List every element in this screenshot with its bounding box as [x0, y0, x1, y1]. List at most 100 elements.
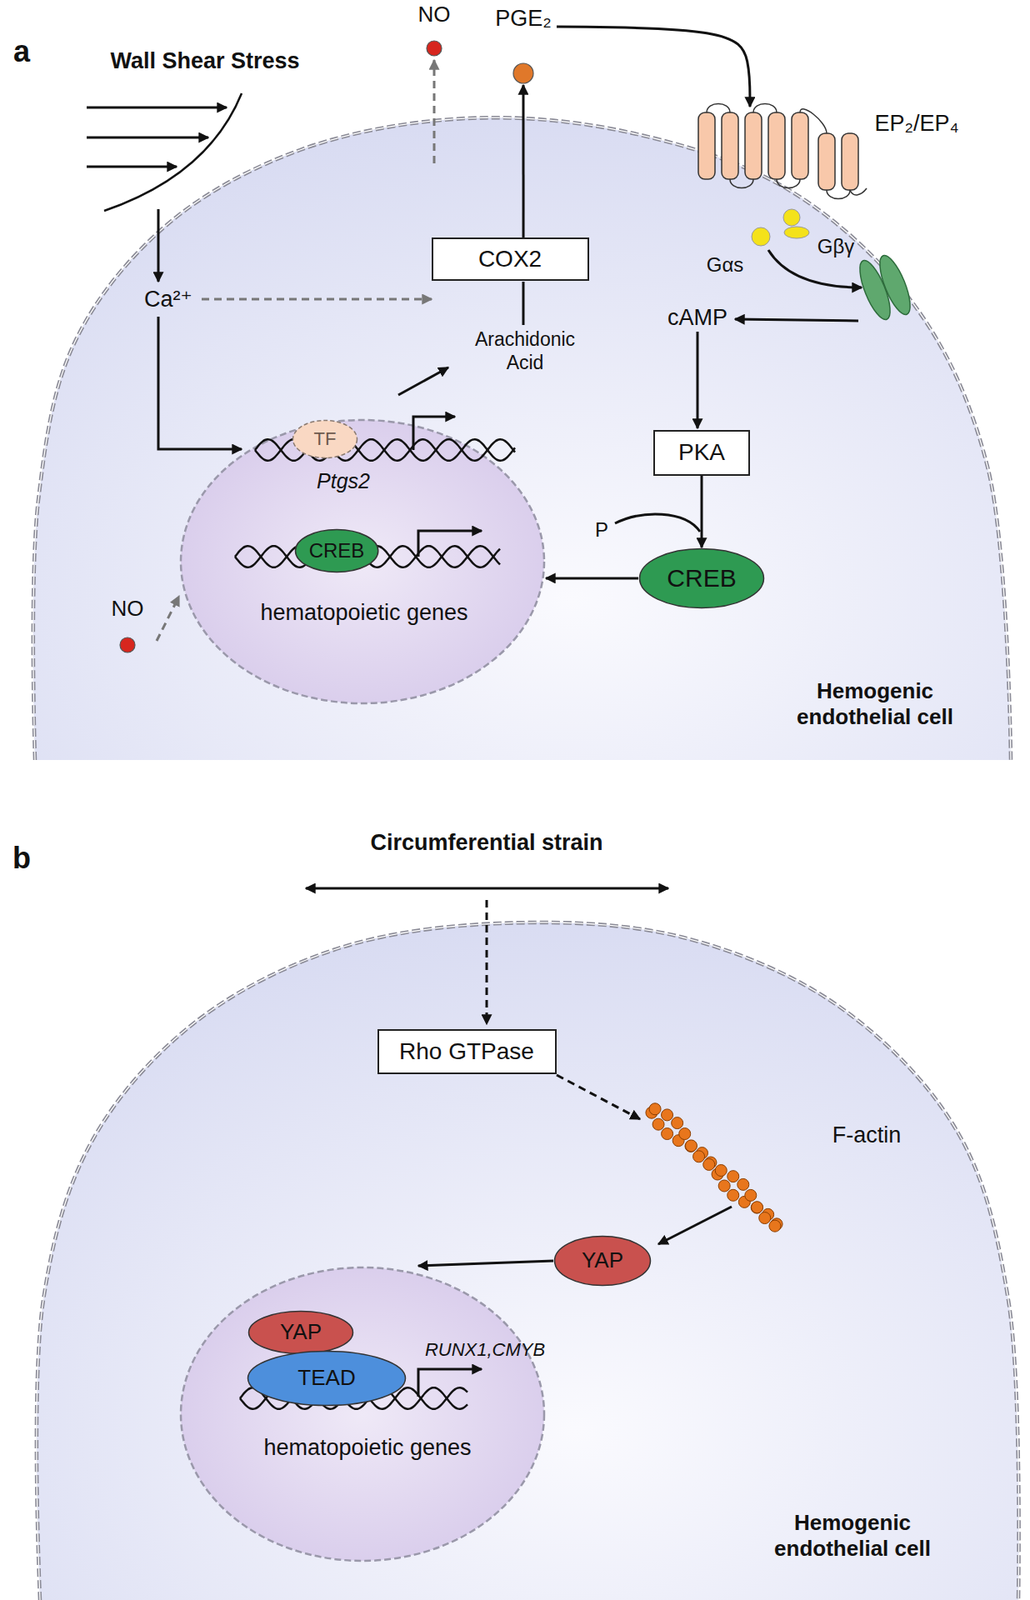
ellipse-shape	[640, 549, 765, 609]
receptor-helix	[721, 112, 739, 180]
ion-label: Ca²⁺	[144, 285, 193, 313]
yap-cytoplasm: YAP	[553, 1235, 652, 1287]
actin-bead	[715, 1165, 727, 1177]
text-holder: Rho GTPase	[379, 1030, 555, 1073]
text-holder: Gβγ	[810, 235, 861, 260]
actin-bead	[685, 1140, 697, 1152]
no-molecule: NO	[98, 595, 157, 656]
gene-label: hematopoietic genes	[263, 1434, 471, 1461]
creb-bound: CREB	[294, 528, 380, 574]
text-holder: Arachidonic Acid	[462, 328, 588, 375]
receptor-loop	[706, 104, 730, 114]
actin-bead	[661, 1109, 674, 1121]
text-holder: Hemogenic endothelial cell	[740, 1510, 965, 1562]
signal-connector	[418, 1260, 554, 1266]
node-label: COX2	[478, 245, 542, 274]
receptor-helix	[841, 133, 859, 190]
dna-strand	[255, 439, 515, 461]
signal-connector	[522, 85, 525, 238]
cell-membrane	[33, 117, 1011, 760]
dna-strand	[240, 1387, 468, 1410]
filament-label: F-actin	[832, 1121, 902, 1149]
dna-strand	[235, 545, 500, 568]
actin-bead	[645, 1106, 658, 1119]
velocity-profile	[104, 93, 242, 211]
g-alpha-subunit	[751, 227, 770, 246]
cell-label: Hemogenic endothelial cell	[762, 678, 988, 730]
actin-bead	[738, 1195, 750, 1208]
cyclase-channel	[854, 256, 897, 323]
actin-bead	[750, 1201, 763, 1214]
actin-bead	[693, 1150, 705, 1163]
node-label: PKA	[678, 438, 725, 467]
enzyme-box: COX2	[431, 237, 590, 281]
nucleus-shape	[180, 420, 545, 704]
g-beta-subunit	[783, 209, 800, 226]
messenger-label: cAMP	[667, 304, 728, 331]
stimulus-label: Circumferential strain	[370, 829, 603, 856]
cyclase-channel	[874, 251, 917, 318]
substrate-label: Arachidonic Acid	[462, 328, 588, 375]
signal-connector	[700, 475, 704, 549]
flow-arrow	[86, 165, 177, 169]
receptor-helix	[791, 112, 809, 180]
signal-arrow	[157, 209, 160, 282]
node-label: YAP	[280, 1319, 322, 1345]
text-holder: COX2	[433, 239, 588, 280]
actin-bead	[751, 1201, 764, 1214]
node-label: NO	[418, 1, 451, 28]
gene-label: Ptgs2	[316, 468, 370, 494]
signal-arrow	[158, 316, 242, 450]
g-gamma-subunit	[784, 226, 810, 239]
text-holder: NO	[405, 1, 464, 28]
kinase-box: PKA	[653, 430, 750, 476]
substrate-line	[522, 281, 525, 325]
cell-membrane	[33, 117, 1011, 760]
receptor-helix	[818, 133, 835, 190]
signal-connector	[556, 26, 750, 107]
text-holder: PKA	[655, 431, 749, 475]
text-holder: P	[589, 518, 615, 543]
panel-letter: a	[13, 33, 30, 70]
nucleus-shape	[180, 1267, 545, 1561]
nucleus: RUNX1,CMYBhematopoietic genesYAPTEAD	[179, 1265, 546, 1563]
actin-bead	[649, 1103, 661, 1115]
creb-cytoplasm: CREB	[638, 547, 765, 610]
node-label: PGE₂	[495, 5, 552, 32]
actin-bead	[679, 1128, 691, 1140]
node-label: EP₂/EP₄	[874, 110, 959, 137]
actin-bead	[762, 1208, 775, 1220]
actin-bead	[718, 1180, 730, 1192]
cell-membrane	[36, 922, 1020, 1600]
node-outline	[16, 108, 1017, 760]
dna-strand	[240, 1387, 468, 1410]
actin-bead	[769, 1220, 781, 1232]
ellipse-shape	[249, 1311, 354, 1355]
text-holder: F-actin	[820, 1121, 913, 1149]
dna-strand	[255, 439, 515, 461]
cell-membrane	[36, 922, 1020, 1600]
signal-arrow	[658, 1206, 732, 1245]
actin-bead	[727, 1170, 740, 1183]
transcription-arrow	[413, 416, 455, 450]
panel-letter: b	[12, 840, 31, 876]
ellipse-shape	[293, 420, 358, 459]
text-holder: RUNX1,CMYB	[418, 1339, 552, 1361]
text-holder: hematopoietic genes	[234, 1434, 501, 1461]
text-holder: EP₂/EP₄	[866, 110, 967, 137]
actin-bead	[703, 1158, 715, 1170]
text-holder: b	[0, 840, 43, 876]
receptor-helix	[768, 112, 785, 180]
molecule-dot	[513, 63, 534, 84]
transcription-arrow	[418, 530, 482, 557]
node-label: TEAD	[297, 1365, 355, 1391]
node-label: YAP	[581, 1247, 624, 1274]
actin-bead	[711, 1168, 724, 1180]
endothelial-cell: Hemogenic endothelial cell Rho GTPaseYAP R…	[16, 912, 1025, 1600]
strain-arrow	[305, 887, 669, 890]
ellipse-shape	[295, 530, 378, 573]
text-holder: TEAD	[246, 1350, 407, 1407]
text-holder: YAP	[553, 1235, 652, 1287]
g-protein-label: Gβγ	[817, 235, 855, 260]
